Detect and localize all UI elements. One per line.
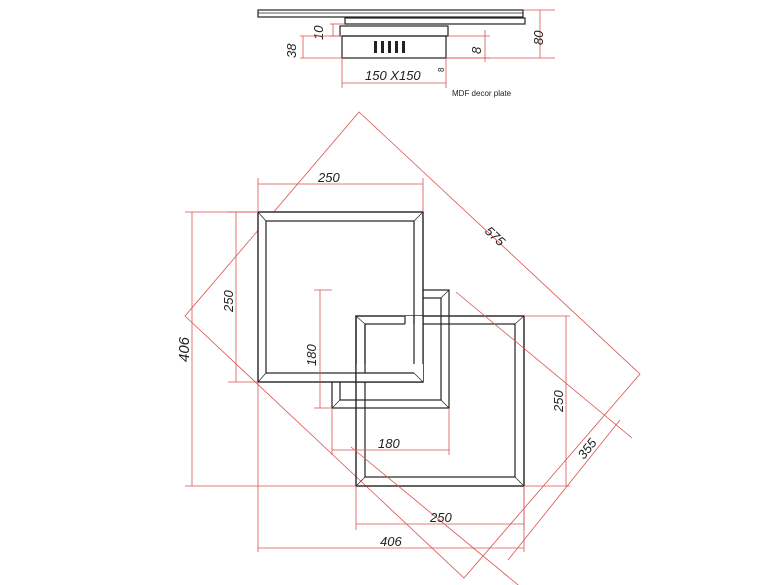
bottom-right-square <box>355 315 525 487</box>
dim-diagonal-355: 355 <box>575 435 601 462</box>
overlap-bars <box>355 316 424 383</box>
dim-center-180-h: 180 <box>378 436 400 451</box>
dim-total-406-v: 406 <box>176 336 193 362</box>
decor-plate-top <box>257 9 524 18</box>
dim-right-250: 250 <box>551 390 566 413</box>
plan-view: 250 250 406 180 180 575 250 355 <box>176 111 641 585</box>
canopy-base <box>341 35 447 59</box>
dim-bottom-250: 250 <box>429 510 452 525</box>
top-left-square <box>257 211 424 383</box>
mdf-note: MDF decor plate <box>452 89 512 98</box>
dim-8: 8 <box>469 46 484 54</box>
dim-10: 10 <box>311 25 326 40</box>
dim-80: 80 <box>531 30 546 45</box>
dim-total-406-h: 406 <box>380 534 402 549</box>
dim-top-250: 250 <box>317 170 340 185</box>
dim-center-180-v: 180 <box>304 344 319 366</box>
diamond-outline <box>184 111 641 579</box>
side-view: 10 38 8 80 150 X150 8 MDF decor plate <box>257 9 555 98</box>
dim-diagonal-575: 575 <box>482 223 509 249</box>
dim-left-250: 250 <box>221 290 236 313</box>
dim-small-8: 8 <box>437 67 446 72</box>
dim-150x150: 150 X150 <box>365 68 421 83</box>
decor-plate-middle <box>344 17 526 25</box>
dim-38: 38 <box>284 43 299 58</box>
vent-slots <box>374 41 405 53</box>
canopy-top <box>339 25 449 37</box>
